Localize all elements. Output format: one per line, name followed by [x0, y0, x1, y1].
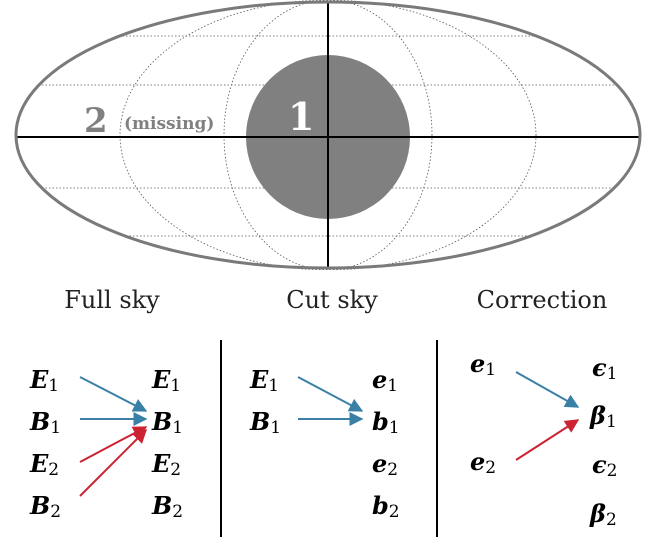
cut-sky-right-4: b2 [372, 491, 400, 522]
full-sky-left-1: E1 [29, 365, 59, 396]
correction-right-1: ϵ1 [592, 353, 617, 384]
full-sky-left-3: E2 [29, 449, 59, 480]
full-sky-right-2: B1 [151, 407, 183, 438]
full-sky-right-3: E2 [151, 449, 181, 480]
full-sky-right-4: B2 [151, 491, 183, 522]
arrow-blue-e1-to-b1 [79, 376, 148, 412]
cut-sky-right-1: e1 [372, 365, 398, 396]
region-2-note: (missing) [124, 114, 214, 134]
arrow-red-e2-to-b1 [79, 426, 148, 463]
correction-left-2: e2 [470, 447, 496, 478]
correction-right-4: β2 [589, 499, 617, 530]
arrow-blue-e1-to-beta1 [515, 371, 580, 408]
full-sky-left-4: B2 [29, 491, 61, 522]
heading-correction: Correction [477, 286, 608, 314]
sky-outline [14, 0, 642, 270]
sky-map: 1 2 (missing) [14, 0, 642, 270]
cut-sky-right-2: b1 [372, 407, 400, 438]
heading-cut-sky: Cut sky [286, 286, 378, 314]
full-sky-left-2: B1 [29, 407, 61, 438]
region-2-label: 2 [84, 101, 108, 141]
cut-sky-left-1: E1 [249, 365, 279, 396]
heading-full-sky: Full sky [64, 286, 160, 314]
correction-left-1: e1 [470, 349, 496, 380]
arrow-red-e2-to-beta1 [515, 419, 580, 461]
arrow-blue-E1-to-b1 [297, 376, 364, 412]
arrow-red-b2-to-b1 [79, 429, 147, 497]
correction-right-2: β1 [589, 401, 617, 432]
correction-panel: e1 e2 ϵ1 β1 ϵ2 β2 [470, 349, 617, 530]
cut-sky-left-2: B1 [249, 407, 281, 438]
full-sky-right-1: E1 [151, 365, 181, 396]
correction-right-3: ϵ2 [592, 450, 617, 481]
full-sky-panel: E1 B1 E2 B2 E1 B1 E2 B2 [29, 365, 183, 522]
cut-sky-right-3: e2 [372, 449, 398, 480]
cut-sky-panel: E1 B1 e1 b1 e2 b2 [249, 365, 400, 522]
region-1-label: 1 [288, 94, 314, 139]
